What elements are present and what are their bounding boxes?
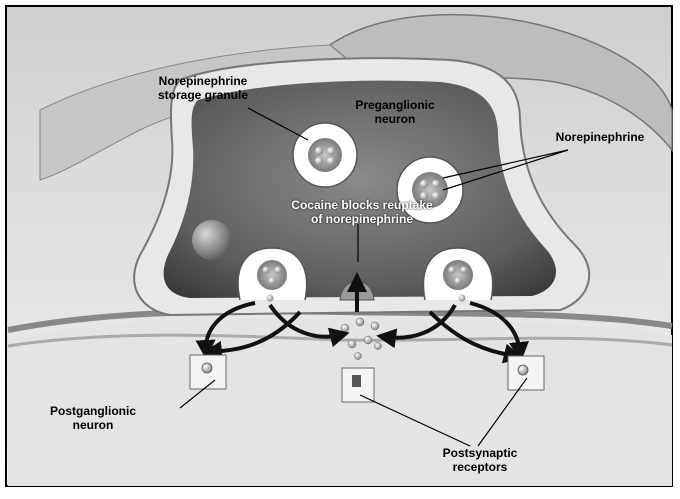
label-cocaine-blocks-reuptake: Cocaine blocks reuptake of norepinephrin… [282, 198, 442, 226]
label-postganglionic-neuron: Postganglionic neuron [38, 404, 148, 432]
label-storage-granule: Norepinephrine storage granule [138, 74, 268, 102]
mitochondrion [192, 220, 232, 260]
receptor-left [190, 355, 226, 389]
storage-granule-1 [293, 123, 357, 187]
label-postsynaptic-receptors: Postsynaptic receptors [430, 446, 530, 474]
label-preganglionic-neuron: Preganglionic neuron [340, 98, 450, 126]
receptor-center [342, 368, 374, 402]
postganglionic-body [8, 319, 672, 486]
release-site-right [423, 248, 492, 302]
release-site-left [238, 248, 307, 302]
receptor-right [508, 356, 544, 390]
label-norepinephrine: Norepinephrine [540, 130, 660, 144]
